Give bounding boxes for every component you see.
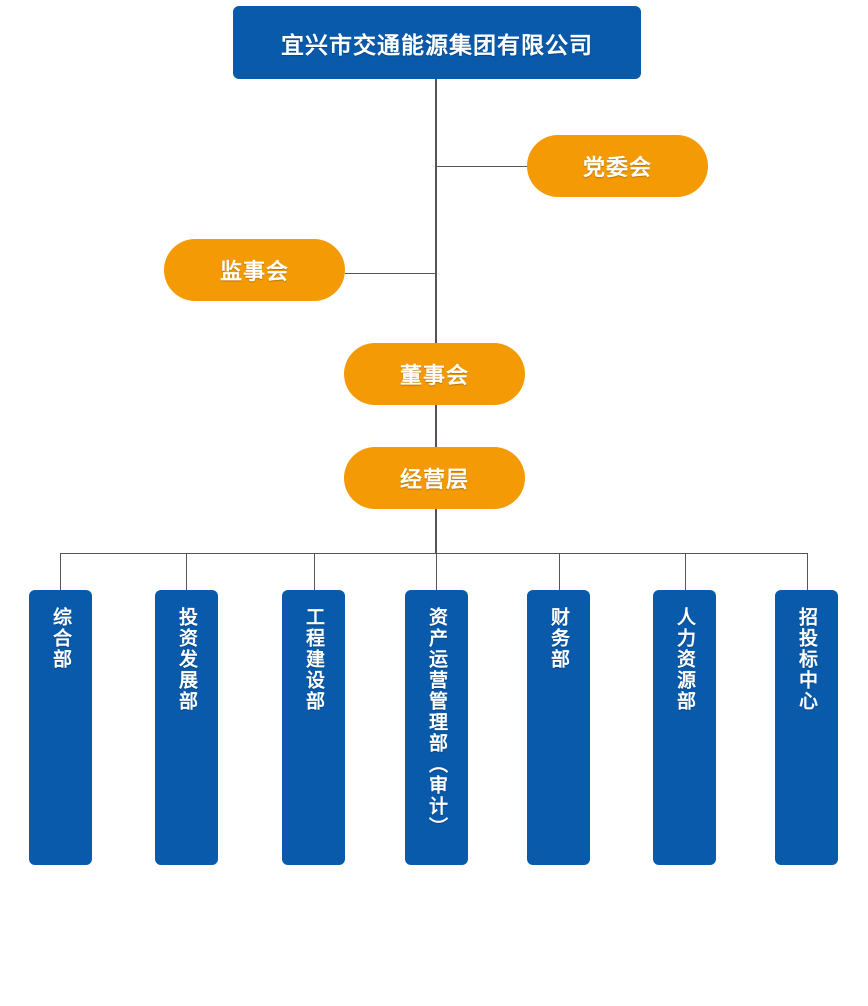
connector-dept-drop bbox=[186, 553, 187, 590]
department-label: 投资发展部 bbox=[176, 607, 198, 712]
connector-dept-drop bbox=[60, 553, 61, 590]
department-label: 资产运营管理部（审计） bbox=[426, 607, 448, 838]
connector-root-to-board bbox=[435, 79, 437, 343]
connector-dept-drop bbox=[559, 553, 560, 590]
party-committee-node: 党委会 bbox=[527, 135, 708, 197]
connector-dept-drop bbox=[436, 553, 437, 590]
connector-dept-drop bbox=[314, 553, 315, 590]
department-label: 综合部 bbox=[50, 607, 72, 670]
department-node: 资产运营管理部（审计） bbox=[405, 590, 468, 865]
department-node: 综合部 bbox=[29, 590, 92, 865]
connector-board-to-management bbox=[435, 405, 437, 447]
management-label: 经营层 bbox=[399, 468, 469, 493]
management-node: 经营层 bbox=[344, 447, 525, 509]
board-of-directors-node: 董事会 bbox=[344, 343, 525, 405]
supervisory-board-label: 监事会 bbox=[219, 260, 289, 285]
department-label: 人力资源部 bbox=[674, 607, 696, 712]
department-node: 财务部 bbox=[527, 590, 590, 865]
department-node: 工程建设部 bbox=[282, 590, 345, 865]
department-label: 财务部 bbox=[548, 607, 570, 670]
company-name: 宜兴市交通能源集团有限公司 bbox=[281, 32, 593, 59]
supervisory-board-node: 监事会 bbox=[164, 239, 345, 301]
board-of-directors-label: 董事会 bbox=[399, 364, 469, 389]
department-node: 人力资源部 bbox=[653, 590, 716, 865]
department-label: 工程建设部 bbox=[303, 607, 325, 712]
department-node: 投资发展部 bbox=[155, 590, 218, 865]
party-committee-label: 党委会 bbox=[582, 156, 652, 181]
connector-dept-drop bbox=[685, 553, 686, 590]
connector-dept-drop bbox=[807, 553, 808, 590]
connector-management-to-bus bbox=[435, 509, 437, 553]
company-name-box: 宜兴市交通能源集团有限公司 bbox=[233, 6, 641, 79]
department-node: 招投标中心 bbox=[775, 590, 838, 865]
connector-department-bus bbox=[60, 553, 808, 554]
connector-supervisory-branch bbox=[345, 273, 436, 274]
department-label: 招投标中心 bbox=[796, 607, 818, 712]
connector-party-branch bbox=[437, 166, 527, 167]
